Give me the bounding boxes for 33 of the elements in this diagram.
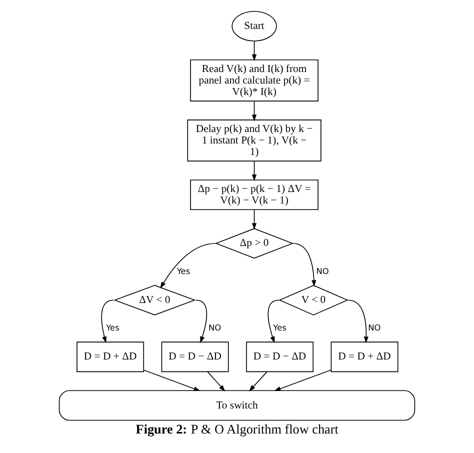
caption: Figure 2: P & O Algorithm flow chart [136,421,338,436]
arrow [160,242,216,289]
edge-label: Yes [273,322,286,333]
node-diamond: Δp > 0 [214,228,294,259]
arrow [252,100,257,122]
arrow [348,300,368,344]
arrow [101,300,114,344]
node-box: D = D + ΔD [330,342,398,372]
edge-label: Yes [106,322,120,333]
edge-label: Yes [176,266,190,276]
node-box: D = D + ΔD [76,342,144,372]
arrow [274,370,332,391]
node-box: D = D − ΔD [161,342,229,372]
node-box: D = D − ΔD [246,342,314,372]
arrow [252,160,257,182]
arrow [292,242,316,287]
arrow [252,209,257,230]
node-box: Δp − p(k) − p(k − 1) ΔV = V(k) − V(k − 1) [190,180,318,210]
arrow [252,40,257,61]
node-diamond: V < 0 [278,284,348,316]
edge-label: NO [316,266,329,276]
node-diamond: ΔV < 0 [114,284,196,316]
arrow [144,370,200,392]
node-box: Delay p(k) and V(k) by k − 1 instant P(k − 1), V(k − 1) [187,120,322,162]
arrow [248,371,268,392]
arrow [195,300,208,344]
node-ellipse: Start [232,10,277,42]
arrow [268,300,280,344]
arrow [207,371,226,392]
edge-label: NO [368,322,381,333]
edge-label: NO [208,322,222,333]
node-box: To switch [58,390,416,421]
node-box: Read V(k) and I(k) from panel and calculate p(k) = V(k)* I(k) [190,59,318,102]
